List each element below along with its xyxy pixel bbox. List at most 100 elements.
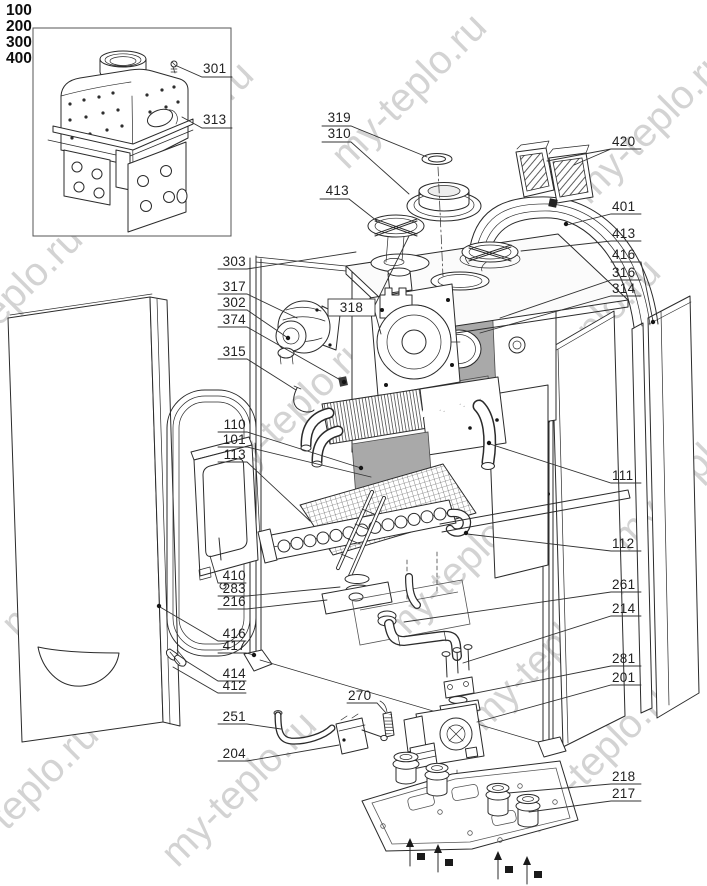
- flue-gasket: [421, 153, 453, 165]
- part-label-110: 110: [224, 417, 246, 432]
- part-label-111: 111: [612, 468, 633, 483]
- part-label-302: 302: [223, 295, 246, 310]
- label-111: 111: [486, 440, 642, 484]
- connector-270: [379, 700, 395, 738]
- label-317: 317: [217, 279, 298, 319]
- label-281: 281: [460, 651, 642, 697]
- chassis-foot-right: [537, 736, 567, 758]
- fitting: [485, 782, 511, 817]
- part-label-283: 283: [223, 581, 246, 596]
- label-201: 201: [476, 670, 642, 723]
- part-label-113: 113: [224, 447, 246, 462]
- part-label-416: 416: [223, 626, 246, 641]
- bracket-315: [293, 385, 315, 413]
- model-200: 200: [6, 18, 32, 35]
- valve-screws: [441, 644, 473, 678]
- part-labels: 301 313 319 310 413 318 303: [156, 61, 656, 813]
- label-113: 113: [217, 447, 311, 522]
- air-grilles: [515, 140, 594, 208]
- fitting: [392, 751, 420, 785]
- label-414: 414: [185, 660, 247, 682]
- part-label-413: 413: [612, 226, 635, 241]
- part-label-313: 313: [203, 112, 226, 127]
- label-112: 112: [463, 530, 642, 552]
- part-label-101: 101: [223, 432, 246, 447]
- label-310: 310: [321, 126, 410, 195]
- watermark: my-teplo.ru: [153, 703, 326, 876]
- label-302: 302: [217, 295, 291, 341]
- part-label-374: 374: [223, 312, 247, 327]
- part-label-319: 319: [328, 110, 351, 125]
- label-283: 283: [217, 581, 341, 597]
- model-100: 100: [6, 2, 32, 19]
- label-261: 261: [403, 577, 642, 623]
- gas-valve: [403, 699, 485, 798]
- inspection-door: [190, 436, 262, 590]
- part-label-204: 204: [223, 746, 247, 761]
- label-214: 214: [462, 601, 642, 664]
- outlet-pipe: [377, 610, 462, 661]
- part-label-417: 417: [223, 638, 246, 653]
- chamber-bottom-rail: [439, 489, 631, 533]
- part-label-303: 303: [223, 254, 246, 269]
- inset-combustion-chamber: [32, 27, 232, 237]
- part-label-201: 201: [612, 670, 635, 685]
- label-314: 314: [479, 281, 642, 334]
- part-label-318: 318: [340, 300, 363, 315]
- panel-clips-414-412: [165, 648, 188, 667]
- model-list: 100 200 300 400: [6, 2, 32, 67]
- burner-venturis: [277, 507, 447, 553]
- part-label-413: 413: [326, 183, 349, 198]
- boss-313: [167, 109, 178, 125]
- side-panel-outer-right: [647, 295, 700, 719]
- door-window: [202, 458, 248, 557]
- part-label-216: 216: [223, 594, 246, 609]
- part-label-218: 218: [612, 769, 635, 784]
- flue-adapter: [406, 182, 482, 222]
- label-416-left: 416: [156, 603, 247, 642]
- part-label-314: 314: [612, 281, 636, 296]
- label-417: 417: [217, 638, 257, 658]
- part-label-315: 315: [223, 344, 246, 359]
- part-label-112: 112: [612, 536, 634, 551]
- part-label-317: 317: [223, 279, 246, 294]
- label-204: 204: [217, 744, 340, 762]
- label-217: 217: [528, 786, 642, 813]
- valve-flange: [443, 676, 475, 704]
- label-218: 218: [507, 769, 642, 794]
- label-319: 319: [321, 110, 428, 158]
- label-374: 374: [217, 312, 347, 385]
- part-label-217: 217: [612, 786, 635, 801]
- label-401: 401: [563, 199, 642, 227]
- part-label-414: 414: [223, 666, 247, 681]
- pressure-switch: [335, 713, 388, 755]
- burner: [257, 463, 477, 564]
- part-label-261: 261: [612, 577, 635, 592]
- part-label-316: 316: [612, 265, 635, 280]
- part-label-410: 410: [223, 568, 246, 583]
- part-label-401: 401: [612, 199, 635, 214]
- copper-pipe-251: [273, 710, 336, 745]
- fan-motor: [275, 300, 341, 365]
- label-216: 216: [217, 594, 328, 610]
- manifold-screws: [406, 838, 542, 885]
- label-270: 270: [346, 688, 387, 714]
- heat-exchanger: [300, 376, 507, 470]
- label-413-left: 413: [319, 183, 378, 222]
- label-318: 318: [327, 235, 410, 335]
- lower-tray: [351, 551, 471, 646]
- bottom-manifold: [361, 760, 579, 852]
- label-410: 410: [209, 555, 247, 584]
- vent-right: [459, 241, 521, 269]
- fitting: [515, 793, 541, 828]
- model-300: 300: [6, 34, 32, 51]
- handle-cutout: [37, 646, 120, 687]
- part-label-412: 412: [223, 678, 246, 693]
- model-400: 400: [6, 50, 32, 67]
- part-label-251: 251: [223, 709, 246, 724]
- watermark: my-teplo.ru: [323, 5, 496, 178]
- side-panel-strip: [631, 322, 653, 714]
- watermark: my-teplo.ru: [0, 713, 107, 886]
- label-251: 251: [217, 709, 282, 730]
